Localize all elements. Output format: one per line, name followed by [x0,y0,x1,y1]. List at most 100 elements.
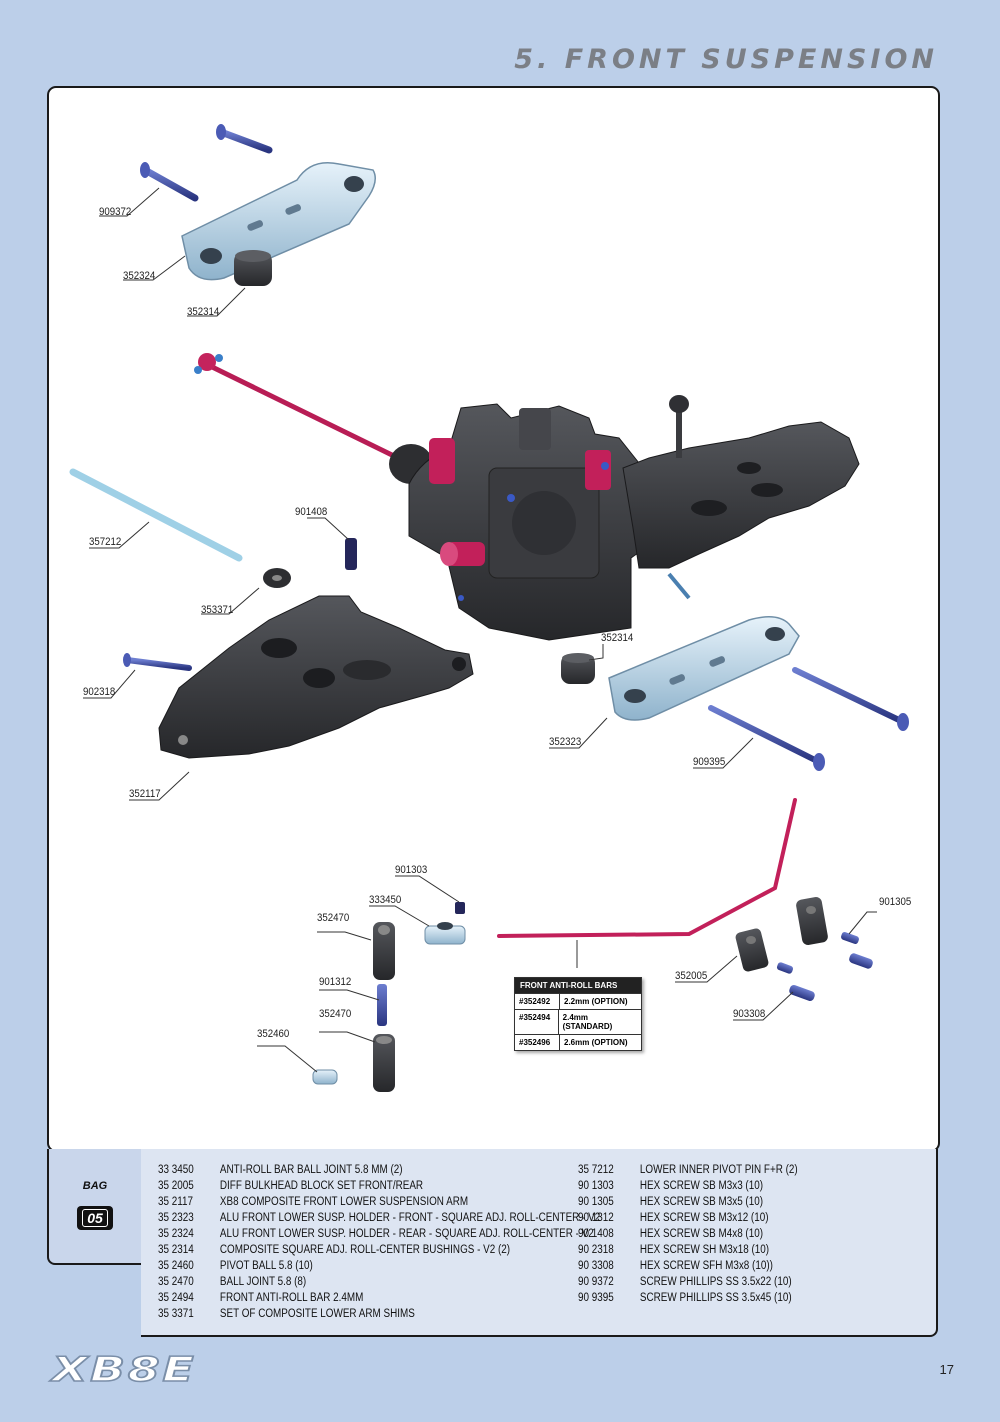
part-desc: HEX SCREW SH M3x18 (10) [639,1244,770,1256]
list-item: 35 2005 DIFF BULKHEAD BLOCK SET FRONT/REA… [158,1178,600,1194]
ball-joint-352470-upper [373,922,395,980]
label-901312: 901312 [319,976,352,988]
page-number: 17 [939,1362,954,1377]
label-357212: 357212 [89,536,122,548]
pivot-ball-352460 [312,1069,338,1085]
bushing-352314-top [234,250,272,286]
bushing-352314-lower [561,653,595,684]
screw-901305-b [849,953,873,969]
part-desc: BALL JOINT 5.8 (8) [219,1276,307,1288]
label-353371: 353371 [201,604,234,616]
part-desc: HEX SCREW SB M3x5 (10) [639,1196,764,1208]
lower-suspension-arm-352117 [158,595,474,759]
label-352470-upper: 352470 [317,912,350,924]
part-code: 90 3308 [578,1260,614,1272]
screw-901312 [377,984,387,1026]
screw-903308-a [776,962,794,974]
label-333450: 333450 [369,894,402,906]
part-code: 35 2117 [158,1196,194,1208]
label-352314-lower: 352314 [601,632,634,644]
ball-joint-333450 [424,922,466,945]
label-352117: 352117 [129,788,161,800]
bag-label: BAG [82,1180,108,1192]
label-901408: 901408 [295,506,328,518]
table-cell-code: #352496 [515,1035,560,1050]
diff-bulkhead-assembly [408,403,646,641]
label-352005: 352005 [675,970,708,982]
part-desc: SET OF COMPOSITE LOWER ARM SHIMS [219,1308,415,1320]
label-909372: 909372 [99,206,132,218]
part-code: 35 2323 [158,1212,194,1224]
part-code: 35 2005 [158,1180,194,1192]
bulkhead-block-352005-a [735,928,769,972]
list-item: 35 2323 ALU FRONT LOWER SUSP. HOLDER - FR… [158,1210,600,1226]
screw-901303 [455,902,465,914]
exploded-diagram [69,124,909,1092]
screw-909395-b [708,705,825,771]
part-desc: PIVOT BALL 5.8 (10) [219,1260,313,1272]
leader-lines [83,187,877,1073]
label-352323: 352323 [549,736,582,748]
alu-holder-rear-352324 [181,162,376,281]
part-desc: DIFF BULKHEAD BLOCK SET FRONT/REAR [219,1180,424,1192]
part-code: 35 3371 [158,1308,194,1320]
part-code: 35 2470 [158,1276,194,1288]
table-cell-code: #352494 [515,1010,559,1034]
part-desc: COMPOSITE SQUARE ADJ. ROLL-CENTER BUSHIN… [219,1244,511,1256]
shim-353371 [263,568,291,588]
screw-909395-a [792,667,909,731]
part-code: 90 2318 [578,1244,614,1256]
exploded-diagram-panel: 909372 352324 352314 357212 901408 35337… [47,86,940,1152]
label-901305: 901305 [879,896,912,908]
list-item: 90 1408 HEX SCREW SB M4x8 (10) [578,1226,798,1242]
part-code: 90 9372 [578,1276,614,1288]
screw-901305-a [841,932,859,944]
label-352460: 352460 [257,1028,290,1040]
part-code: 90 1303 [578,1180,614,1192]
list-item: 90 9372 SCREW PHILLIPS SS 3.5x22 (10) [578,1274,798,1290]
part-code: 35 2494 [158,1292,194,1304]
part-desc: HEX SCREW SB M3x12 (10) [639,1212,769,1224]
part-desc: ALU FRONT LOWER SUSP. HOLDER - FRONT - S… [219,1212,601,1224]
part-desc: SCREW PHILLIPS SS 3.5x22 (10) [639,1276,792,1288]
list-item: 35 2117 XB8 COMPOSITE FRONT LOWER SUSPENS… [158,1194,600,1210]
ball-joint-352470-lower [373,1034,395,1092]
table-row: #352492 2.2mm (OPTION) [515,993,641,1009]
screw-903308-b [789,984,815,1002]
bag-number-badge: 05 [77,1206,113,1230]
part-code: 90 1312 [578,1212,614,1224]
part-code: 35 2324 [158,1228,194,1240]
anti-roll-bar-table: FRONT ANTI-ROLL BARS #352492 2.2mm (OPTI… [514,977,642,1051]
table-cell-desc: 2.2mm (OPTION) [564,997,628,1006]
table-cell-desc: 2.6mm (OPTION) [564,1038,628,1047]
part-desc: HEX SCREW SB M4x8 (10) [639,1228,764,1240]
list-item: 90 1312 HEX SCREW SB M3x12 (10) [578,1210,798,1226]
parts-list-panel [141,1149,938,1337]
label-352324: 352324 [123,270,156,282]
drive-shaft [194,353,433,484]
label-352470-lower: 352470 [319,1008,352,1020]
anti-roll-bar-table-header: FRONT ANTI-ROLL BARS [515,978,641,993]
part-desc: XB8 COMPOSITE FRONT LOWER SUSPENSION ARM [219,1196,469,1208]
screw-902318 [123,653,192,671]
label-903308: 903308 [733,1008,766,1020]
alu-holder-front-352323 [608,616,800,721]
part-code: 35 7212 [578,1164,614,1176]
xb8e-logo: XB8E [51,1349,197,1391]
part-desc: SCREW PHILLIPS SS 3.5x45 (10) [639,1292,792,1304]
front-brace-plate [622,395,860,600]
anti-roll-bar-352494 [497,798,797,938]
pivot-pin-357212 [69,468,243,562]
screw-909372-top [216,124,273,154]
part-code: 90 1408 [578,1228,614,1240]
label-902318: 902318 [83,686,116,698]
bulkhead-block-352005-b [796,897,828,945]
